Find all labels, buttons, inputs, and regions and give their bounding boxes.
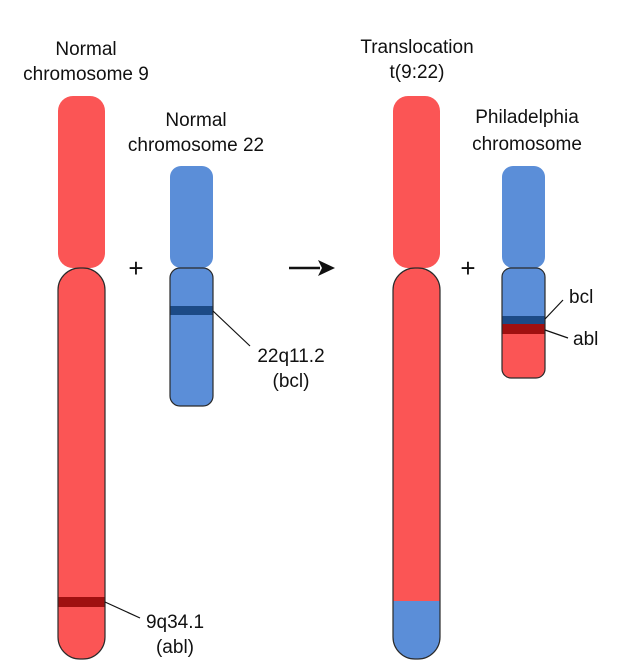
philadelphia-title-line1: Philadelphia: [475, 107, 579, 128]
pointer-abl: [544, 329, 569, 339]
translocation-title-line1: Translocation: [360, 37, 473, 58]
translocated-p-arm: [393, 96, 440, 268]
bcl-band-22q11: [170, 306, 213, 315]
chr22-q-arm-outline: [169, 267, 214, 407]
plus-sign-1: +: [128, 253, 143, 283]
arrow-icon: [289, 260, 335, 276]
label-22q11-line2: (bcl): [273, 371, 310, 392]
normal-chr9-title-line2: chromosome 9: [23, 64, 149, 85]
normal-chromosome-9: Normal chromosome 9 9q34.1 (abl): [23, 39, 204, 660]
chr9-q-arm-outline: [57, 267, 106, 660]
philadelphia-bcl-band: [502, 316, 545, 324]
normal-chr22-title-line1: Normal: [165, 110, 226, 131]
translocation-title-line2: t(9:22): [390, 62, 445, 83]
pointer-22q11: [212, 310, 251, 347]
abl-band-9q34: [58, 597, 105, 607]
label-9q34-line1: 9q34.1: [146, 612, 204, 633]
pointer-bcl: [544, 299, 564, 320]
chr22-p-arm: [170, 166, 213, 268]
philadelphia-title-line2: chromosome: [472, 134, 582, 155]
philadelphia-p-arm: [502, 166, 545, 268]
translocated-chr22-segment: [393, 601, 440, 659]
chr9-p-arm: [58, 96, 105, 268]
translocated-q-arm: [393, 268, 440, 659]
chr22-q-arm: [170, 268, 213, 406]
translocated-chromosome: Translocation t(9:22): [360, 37, 474, 660]
translocated-q-arm-outline: [392, 267, 441, 660]
philadelphia-chromosome: Philadelphia chromosome bcl abl: [472, 107, 598, 379]
label-9q34-line2: (abl): [156, 637, 194, 658]
label-abl: abl: [573, 329, 598, 350]
pointer-9q34: [104, 601, 141, 619]
normal-chr9-title-line1: Normal: [55, 39, 116, 60]
philadelphia-abl-band: [502, 324, 545, 334]
label-22q11-line1: 22q11.2: [257, 346, 324, 367]
philadelphia-q-arm-blue: [502, 268, 545, 316]
philadelphia-q-arm-outline: [501, 267, 546, 379]
normal-chromosome-22: Normal chromosome 22 22q11.2 (bcl): [128, 110, 325, 407]
chr9-q-arm: [58, 268, 105, 659]
label-bcl: bcl: [569, 287, 593, 308]
normal-chr22-title-line2: chromosome 22: [128, 135, 264, 156]
philadelphia-q-arm-red: [502, 334, 545, 378]
plus-sign-2: +: [460, 253, 475, 283]
